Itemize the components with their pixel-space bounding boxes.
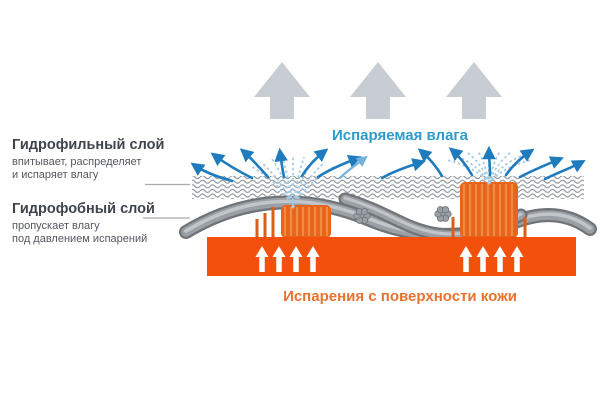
moisture-arrow-icon <box>543 159 586 181</box>
vapor-arrows-group <box>459 246 524 272</box>
bottom-flow-label: Испарения с поверхности кожи <box>283 288 517 305</box>
vapor-arrow-icon <box>306 246 320 272</box>
vapor-arrow-icon <box>255 246 269 272</box>
moisture-arrow-icon <box>338 155 368 180</box>
fiber-knot-icon <box>353 208 371 224</box>
moisture-arrow-icon <box>448 147 474 177</box>
hydrophilic-wave-layer <box>192 176 584 199</box>
moisture-arrow-icon <box>274 147 288 179</box>
moisture-arrow-icon <box>239 148 270 179</box>
hydrophilic-desc-line1: впитывает, распределяет <box>12 156 142 168</box>
hydrophobic-layer-desc: пропускает влагу под давлением испарений <box>12 220 147 245</box>
vapor-arrow-icon <box>510 246 524 272</box>
moisture-arrow-icon <box>504 148 535 177</box>
hydrophobic-desc-line2: под давлением испарений <box>12 232 148 245</box>
vapor-arrow-icon <box>493 246 507 272</box>
vapor-arrow-icon <box>476 246 490 272</box>
hydrophobic-layer-title: Гидрофобный слой <box>12 201 155 217</box>
skin-bar <box>207 237 576 276</box>
hydrophobic-fiber-layer <box>179 192 597 242</box>
moisture-arrow-icon <box>518 156 564 179</box>
moisture-arrow-icon <box>210 152 254 180</box>
vapor-vent-column <box>451 182 527 238</box>
steam-arrow-icon <box>254 62 310 119</box>
hydrophobic-desc-line1: пропускает влагу <box>12 220 100 232</box>
hydrophilic-layer-title: Гидрофильный слой <box>12 137 165 153</box>
vapor-arrow-icon <box>459 246 473 272</box>
moisture-arrow-icon <box>300 148 329 178</box>
vapor-arrow-icon <box>272 246 286 272</box>
moisture-arrow-icon <box>380 158 427 180</box>
hydrophilic-desc-line2: и испаряет влагу <box>12 168 99 181</box>
moisture-arrows <box>190 145 586 183</box>
steam-arrow-icon <box>350 62 406 119</box>
label-leader-lines <box>143 183 190 219</box>
vapor-arrows-group <box>255 246 320 272</box>
moisture-arrow-icon <box>316 155 362 179</box>
vapor-arrow-icon <box>289 246 303 272</box>
steam-arrow-icon <box>446 62 502 119</box>
moisture-arrow-icon <box>417 148 444 178</box>
moisture-arrow-icon <box>190 162 234 183</box>
fiber-knot-icon <box>434 206 452 222</box>
moisture-arrow-icon <box>482 145 496 177</box>
top-flow-label: Испаряемая влага <box>331 127 469 144</box>
hydrophilic-layer-desc: впитывает, распределяет и испаряет влагу <box>12 156 141 181</box>
steam-arrows <box>254 62 502 119</box>
vapor-vent-column <box>255 205 331 238</box>
